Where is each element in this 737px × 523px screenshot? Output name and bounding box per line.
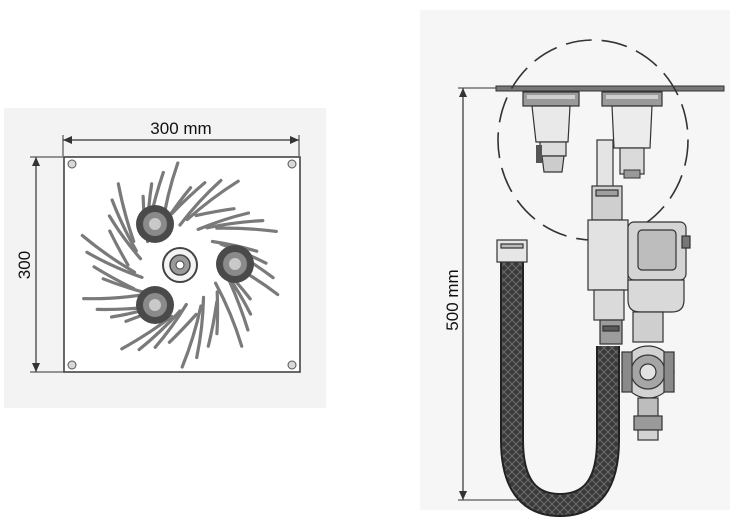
spray-stroke [85,250,144,279]
spray-stroke [107,214,143,261]
center-outlet [162,247,198,283]
spray-stroke [170,181,207,216]
height-dimension: 300 [15,156,64,373]
screw-icon [67,360,77,370]
screw-icon [67,159,77,169]
screw-icon [287,159,297,169]
width-label: 300 mm [150,119,211,138]
ceiling-plate [495,85,725,92]
spray-stroke [206,300,219,348]
front-view: 300 mm 300 [15,119,301,373]
spray-stroke [196,211,251,231]
spray-stroke [116,182,136,243]
spray-stroke [153,302,188,349]
pipe-assembly [587,139,691,345]
corner-screws [67,159,297,370]
mixing-valve [621,311,675,441]
spray-stroke [101,277,145,294]
height-label: 300 [15,251,34,279]
spray-stroke [194,207,236,218]
spray-stroke [214,281,244,348]
nozzle-cluster [136,205,254,324]
nozzle-bottom [136,286,174,324]
nozzle-body-left [522,91,580,173]
spray-stroke [178,178,223,227]
spray-stroke [195,295,206,360]
side-height-label: 500 mm [443,269,462,330]
nozzle-right [216,245,254,283]
nozzle-top [136,205,174,243]
spray-stroke [205,219,265,230]
spray-stroke [180,304,203,369]
spray-stroke [227,279,250,332]
width-dimension: 300 mm [62,119,300,156]
hose-nut [496,239,528,263]
spray-stroke [215,290,220,336]
screw-icon [287,360,297,370]
braided-hose [496,239,620,518]
spray-stroke [185,179,240,222]
spray-stroke [80,233,137,274]
spray-stroke [167,312,198,344]
spray-stroke [92,265,136,291]
spray-stroke [215,226,278,233]
spray-stroke [137,309,182,352]
nozzle-body-right [601,91,663,179]
spray-stroke [108,229,130,267]
spray-stroke [120,314,174,351]
spray-stroke [110,198,138,253]
side-view: 500 mm [443,39,725,518]
side-height-dimension: 500 mm [443,87,520,501]
